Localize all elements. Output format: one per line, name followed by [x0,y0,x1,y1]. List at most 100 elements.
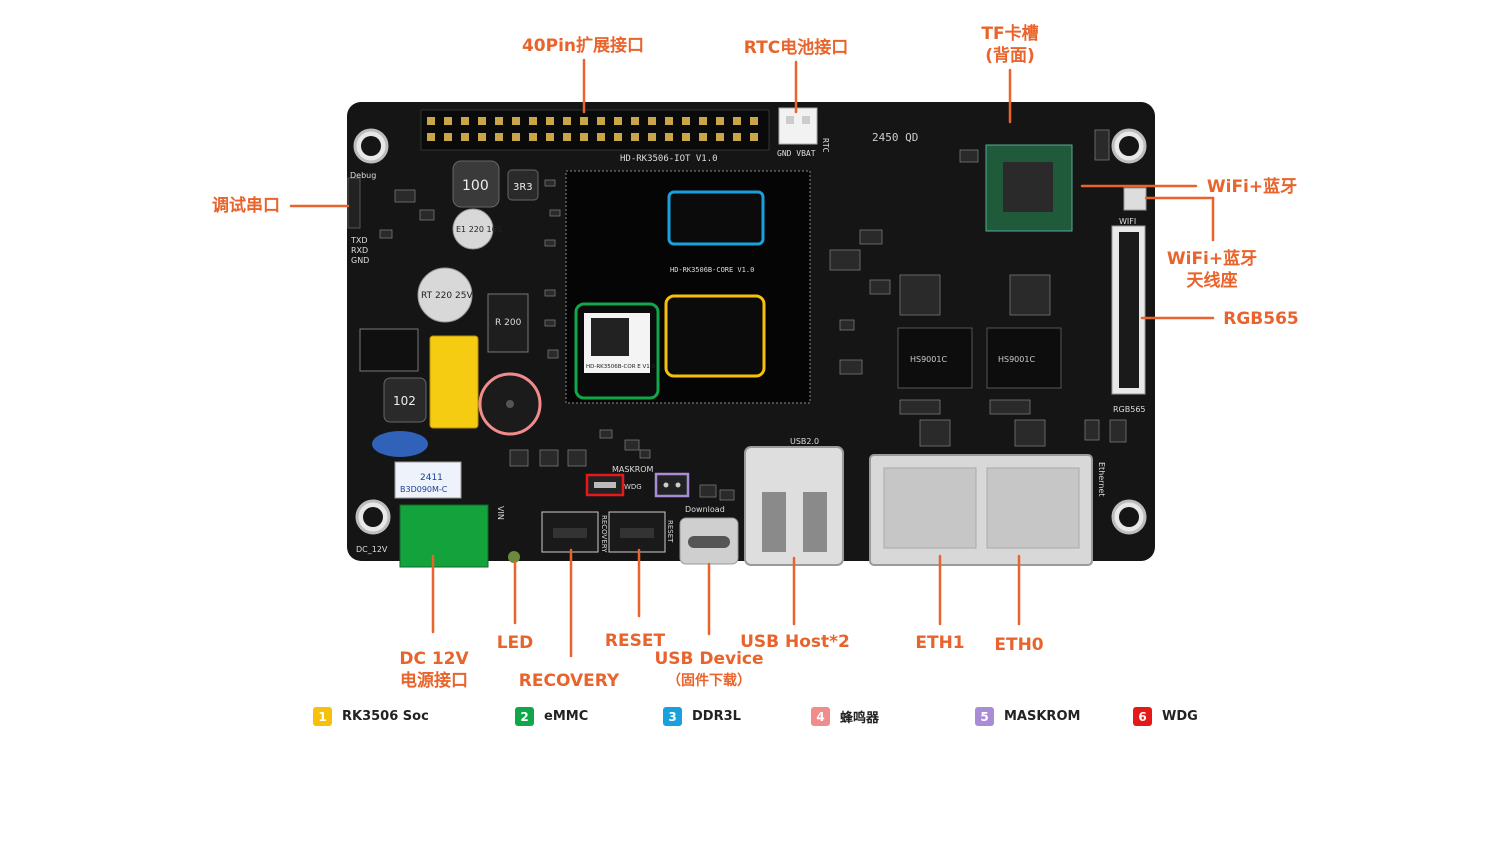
header-pin [427,133,435,141]
silk-emmc: HD-RK3506B-COR E V1.0 [586,364,656,370]
silk-dc12v: DC_12V [356,545,388,554]
silk-core-name: HD-RK3506B-CORE V1.0 [670,266,754,274]
buzzer-label-sticker [394,461,462,499]
header-pin [478,117,486,125]
label-dc-main: DC 12V [399,649,469,669]
label-wifi: WiFi+蓝牙 [1206,177,1298,197]
header-pin [631,117,639,125]
label-usb-device: USB Device （固件下载） [654,648,764,692]
legend-label: DDR3L [692,709,741,724]
header-pin [699,117,707,125]
legend-item-maskrom: 5 MASKROM [975,707,1080,726]
silk-rtc: RTC [821,138,830,153]
smd-part [839,359,863,375]
label-usb-device-main: USB Device [654,649,764,669]
legend-badge: 4 [811,707,830,726]
smd-part [829,249,861,271]
power-led [508,551,520,563]
smd-part [719,489,735,501]
inductor-3r3 [507,169,539,201]
mounting-holes [353,128,1147,535]
header-pin [750,117,758,125]
header-pin [614,117,622,125]
capacitor-rt [417,267,473,323]
legend-item-emmc: 2 eMMC [515,707,588,726]
header-pin [546,133,554,141]
legend-badge: 1 [313,707,332,726]
label-debug: 调试串口 [212,196,280,216]
silk-inductor: 100 [462,178,489,194]
legend-item-ddr: 3 DDR3L [663,707,741,726]
smd-part [544,289,556,297]
legend-badge: 3 [663,707,682,726]
label-wifi-ant-main: WiFi+蓝牙 [1166,249,1258,269]
silk-3r3: 3R3 [513,182,533,193]
smd-part [989,399,1031,415]
header-pin [682,117,690,125]
header-pins [427,117,758,141]
ddr3l-chip [667,190,765,246]
smd-part [394,189,416,203]
legend-item-soc: 1 RK3506 Soc [313,707,429,726]
smd-part [509,449,529,467]
header-pin [648,117,656,125]
blue-capacitor [372,431,428,457]
silk-ethernet: Ethernet [1097,462,1106,496]
legend-label: RK3506 Soc [342,709,429,724]
maskrom-jumper [654,472,690,498]
smd-part [699,484,717,498]
legend: 1 RK3506 Soc 2 eMMC 3 DDR3L 4 蜂鸣器 5 MASK… [0,707,1500,729]
silk-board-name: HD-RK3506-IOT V1.0 [620,154,718,164]
smd-part [869,279,891,295]
rtc-connector [778,107,818,145]
eth-magnetics-1 [897,327,973,389]
silk-res: R 200 [495,318,522,328]
smd-part [419,209,435,221]
smd-part [959,149,979,163]
silk-102: 102 [393,394,416,408]
header-pin [495,133,503,141]
label-led: LED [496,633,534,653]
silk-wifi: WIFI [1119,217,1136,226]
callout-lines [289,58,1215,658]
rk3506-soc [664,294,766,378]
label-eth0: ETH0 [994,635,1044,655]
header-pin [665,117,673,125]
wifi-antenna-connector [1123,187,1147,211]
legend-label: MASKROM [1004,709,1081,724]
header-pin [512,133,520,141]
header-pin [529,133,537,141]
header-pin [461,133,469,141]
smd-part [567,449,587,467]
smd-part [899,399,941,415]
silk-rxd: RXD [351,246,368,255]
smd-part [544,319,556,327]
smd-part [919,419,951,447]
legend-badge: 6 [1133,707,1152,726]
smd-part [624,439,640,451]
smd-part [1109,419,1127,443]
legend-item-buzzer: 4 蜂鸣器 [811,707,879,726]
silk-reset: RESET [666,520,674,543]
legend-label: WDG [1162,709,1198,724]
label-usb-host: USB Host*2 [740,632,850,652]
legend-badge: 2 [515,707,534,726]
label-eth1: ETH1 [915,633,965,653]
label-rgb565: RGB565 [1223,309,1299,329]
header-pin [461,117,469,125]
header-pin [716,117,724,125]
inductor-102 [383,377,427,423]
header-pin [478,133,486,141]
smd-part [539,449,559,467]
header-pin [563,133,571,141]
power-module [359,328,419,372]
legend-item-wdg: 6 WDG [1133,707,1198,726]
legend-label: eMMC [544,709,589,724]
silk-gnd: GND [351,256,369,265]
header-pin [427,117,435,125]
header-pin [699,133,707,141]
silk-wdg: WDG [624,483,642,491]
yellow-capacitor [429,335,479,429]
silk-vin: VIN [496,506,505,520]
